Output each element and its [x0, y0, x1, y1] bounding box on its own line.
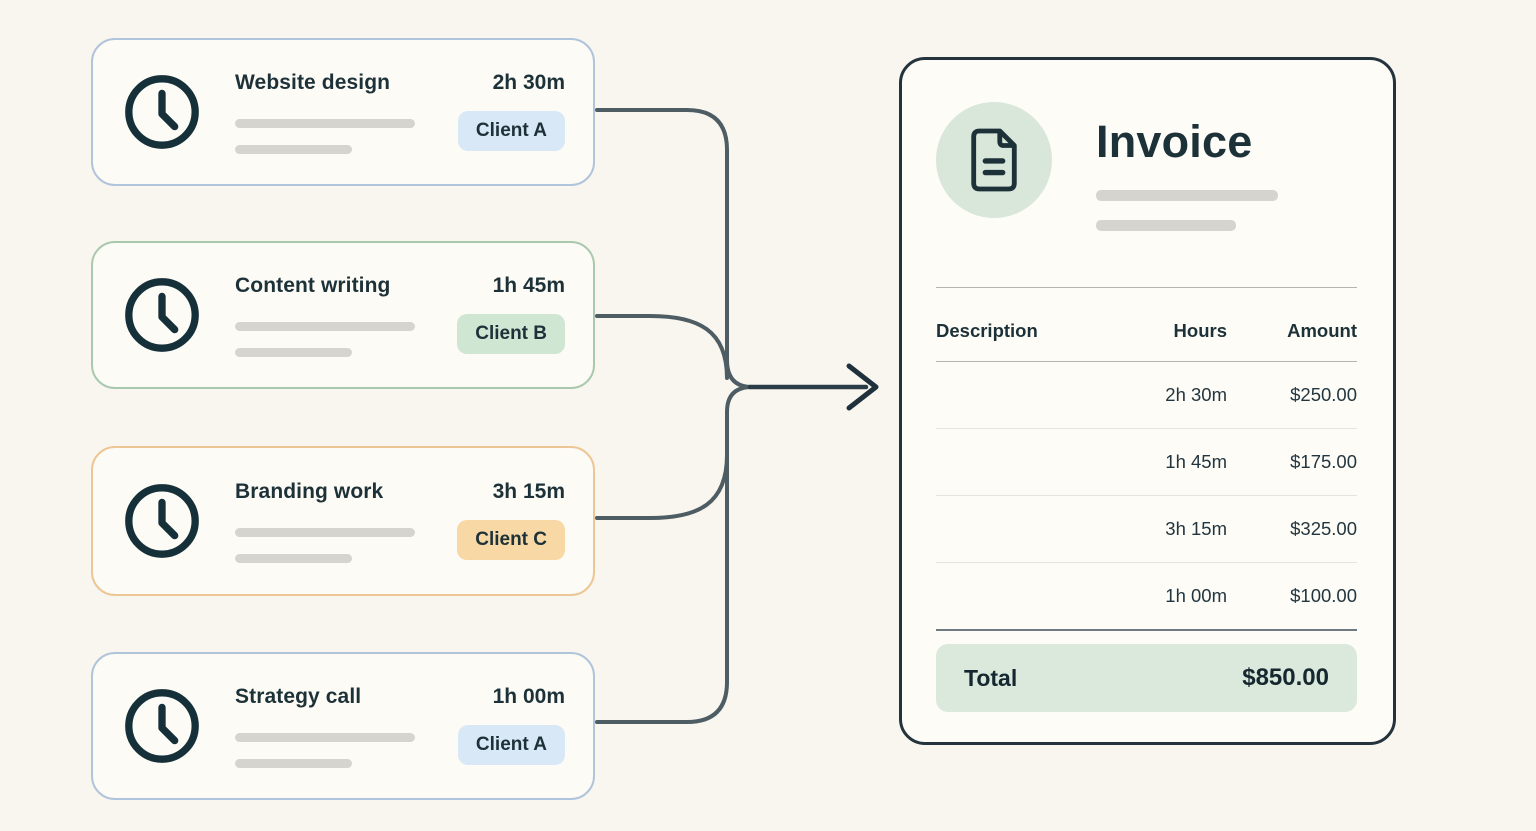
placeholder-bar	[235, 322, 415, 331]
invoice-line-item: 3h 15m $325.00	[936, 496, 1357, 562]
task-title: Content writing	[235, 274, 457, 298]
task-title: Strategy call	[235, 685, 458, 709]
invoice-header: Invoice	[936, 102, 1357, 231]
line-item-amount: $100.00	[1227, 585, 1357, 607]
client-badge: Client A	[458, 725, 565, 766]
task-duration: 1h 00m	[493, 685, 565, 709]
placeholder-bar	[235, 348, 352, 357]
task-duration: 1h 45m	[493, 274, 565, 298]
task-title: Branding work	[235, 480, 457, 504]
time-entry-card-branding-work: Branding work 3h 15m Client C	[91, 446, 595, 596]
invoice-line-item: 1h 00m $100.00	[936, 563, 1357, 629]
clock-icon	[121, 274, 203, 356]
connector-task-2	[597, 316, 727, 378]
task-placeholder-lines	[235, 111, 458, 154]
line-item-hours: 2h 30m	[1077, 384, 1227, 406]
total-amount: $850.00	[1242, 664, 1329, 692]
task-placeholder-lines	[235, 520, 457, 563]
total-label: Total	[964, 665, 1017, 692]
time-entry-card-strategy-call: Strategy call 1h 00m Client A	[91, 652, 595, 800]
total-divider	[936, 629, 1357, 631]
time-entry-card-website-design: Website design 2h 30m Client A	[91, 38, 595, 186]
task-placeholder-lines	[235, 314, 457, 357]
connector-task-1	[597, 110, 752, 387]
line-item-hours: 1h 45m	[1077, 451, 1227, 473]
clock-icon	[121, 480, 203, 562]
client-badge: Client A	[458, 111, 565, 152]
invoice-table-header: Description Hours Amount	[936, 288, 1357, 361]
clock-icon	[121, 71, 203, 153]
placeholder-bar	[1096, 220, 1236, 231]
line-item-amount: $325.00	[1227, 518, 1357, 540]
placeholder-bar	[1096, 190, 1278, 201]
invoice-placeholder-lines	[1096, 190, 1278, 231]
task-placeholder-lines	[235, 725, 458, 768]
placeholder-bar	[235, 119, 415, 128]
placeholder-bar	[235, 554, 352, 563]
invoice-line-item: 2h 30m $250.00	[936, 362, 1357, 428]
invoice-total-row: Total $850.00	[936, 644, 1357, 712]
placeholder-bar	[235, 528, 415, 537]
placeholder-bar	[235, 733, 415, 742]
column-header-description: Description	[936, 320, 1077, 342]
task-duration: 2h 30m	[493, 71, 565, 95]
client-badge: Client B	[457, 314, 565, 355]
invoice-panel: Invoice Description Hours Amount 2h 30m …	[899, 57, 1396, 745]
line-item-amount: $175.00	[1227, 451, 1357, 473]
connector-task-4	[597, 387, 752, 722]
line-item-hours: 1h 00m	[1077, 585, 1227, 607]
task-title: Website design	[235, 71, 458, 95]
invoice-document-icon	[965, 125, 1023, 195]
column-header-hours: Hours	[1077, 320, 1227, 342]
invoice-line-item: 1h 45m $175.00	[936, 429, 1357, 495]
invoice-icon-circle	[936, 102, 1052, 218]
task-duration: 3h 15m	[493, 480, 565, 504]
placeholder-bar	[235, 759, 352, 768]
client-badge: Client C	[457, 520, 565, 561]
invoice-title: Invoice	[1096, 116, 1278, 168]
connector-task-3	[597, 455, 727, 518]
clock-icon	[121, 685, 203, 767]
line-item-hours: 3h 15m	[1077, 518, 1227, 540]
line-item-amount: $250.00	[1227, 384, 1357, 406]
placeholder-bar	[235, 145, 352, 154]
column-header-amount: Amount	[1227, 320, 1357, 342]
time-entry-card-content-writing: Content writing 1h 45m Client B	[91, 241, 595, 389]
